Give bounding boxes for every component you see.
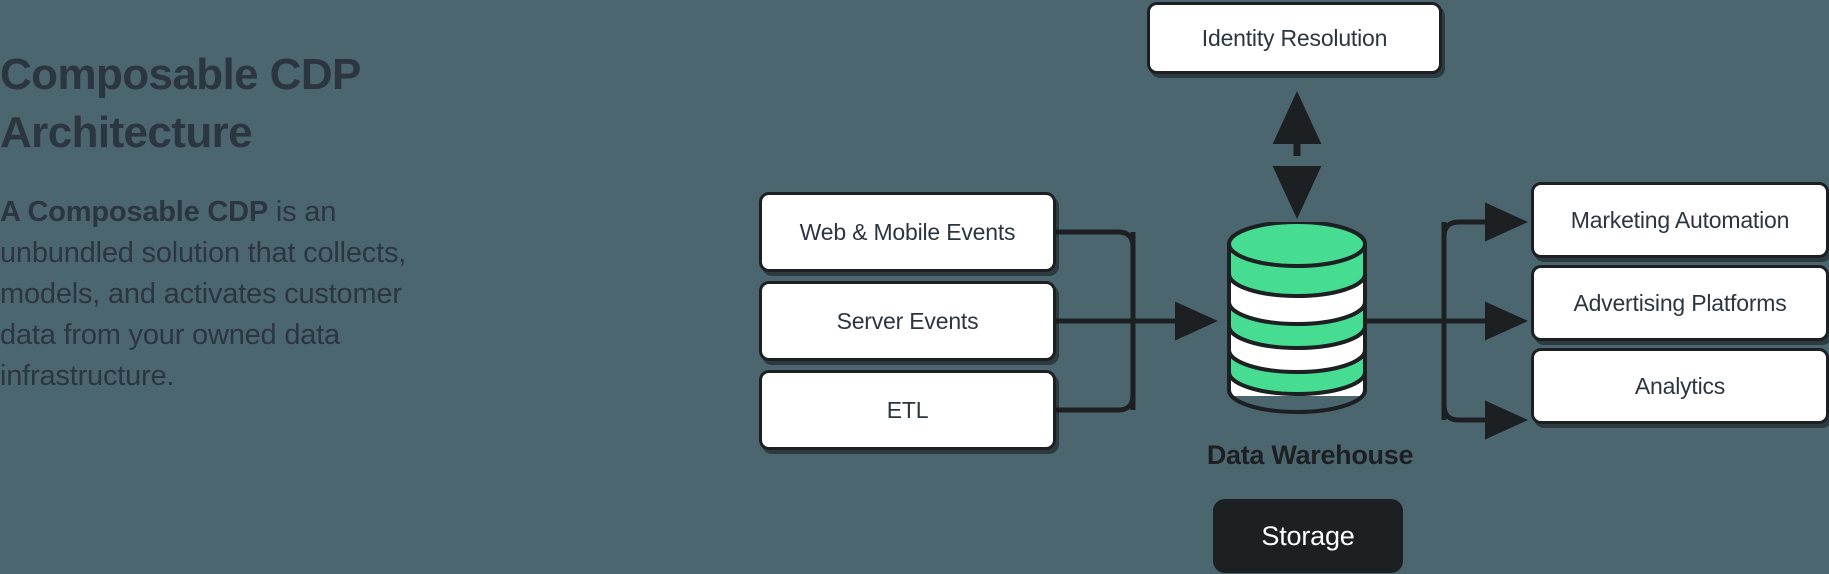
- node-identity-resolution[interactable]: Identity Resolution: [1147, 2, 1442, 74]
- node-web-and-mobile-events-label: Web & Mobile Events: [799, 218, 1016, 245]
- connector-bus-to-marketing: [1441, 202, 1528, 242]
- node-server-events[interactable]: Server Events: [759, 281, 1056, 361]
- data-warehouse-caption: Data Warehouse: [1206, 440, 1414, 470]
- node-etl-label: ETL: [886, 396, 929, 423]
- node-etl[interactable]: ETL: [759, 370, 1056, 450]
- intro-paragraph-rest: is an unbundled solution that collects, …: [0, 196, 407, 392]
- page-title: Composable CDP Architecture: [0, 50, 361, 158]
- node-advertising-platforms[interactable]: Advertising Platforms: [1531, 265, 1829, 341]
- intro-paragraph: A Composable CDP is an unbundled solutio…: [0, 192, 430, 396]
- storage-badge-label: Storage: [1261, 520, 1355, 551]
- database-cylinder-icon[interactable]: [1220, 222, 1402, 422]
- intro-copy-block: Composable CDP Architecture A Composable…: [0, 46, 430, 397]
- node-analytics[interactable]: Analytics: [1531, 348, 1829, 424]
- node-marketing-automation[interactable]: Marketing Automation: [1531, 182, 1829, 258]
- connector-etl-to-bus: [1056, 340, 1136, 413]
- connector-web-to-bus: [1056, 229, 1136, 300]
- node-identity-resolution-label: Identity Resolution: [1201, 24, 1388, 51]
- connector-bus-to-analytics: [1441, 400, 1528, 440]
- node-marketing-automation-label: Marketing Automation: [1570, 206, 1790, 233]
- node-analytics-label: Analytics: [1634, 372, 1726, 399]
- storage-badge[interactable]: Storage: [1213, 499, 1403, 573]
- intro-paragraph-lead: A Composable CDP: [0, 196, 269, 229]
- node-server-events-label: Server Events: [836, 307, 979, 334]
- node-web-and-mobile-events[interactable]: Web & Mobile Events: [759, 192, 1056, 272]
- node-advertising-platforms-label: Advertising Platforms: [1573, 289, 1787, 316]
